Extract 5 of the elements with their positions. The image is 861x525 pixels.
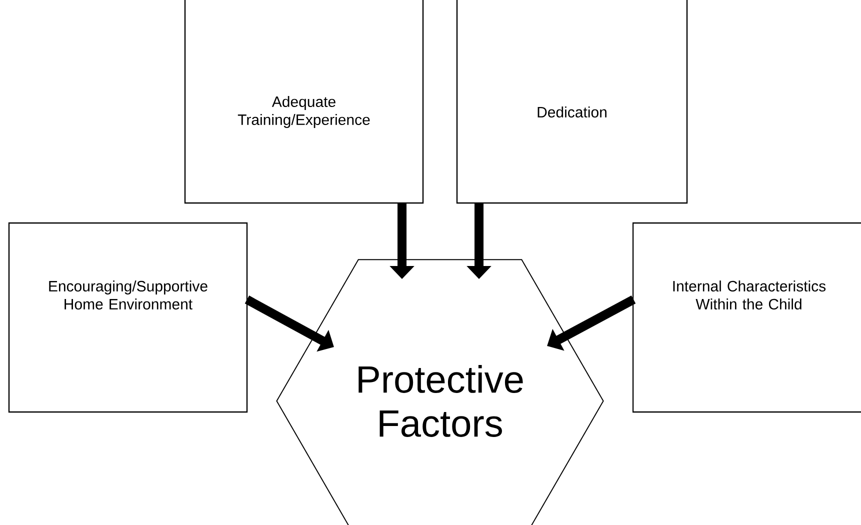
text-box: Internal Characteristics Within the Child <box>632 222 861 413</box>
text-box: Encouraging/Supportive Home Environment <box>8 222 248 413</box>
text-box: Adequate Training/Experience <box>184 0 424 204</box>
text-box: Dedication <box>456 0 688 204</box>
hexagon: Protective Factors <box>276 259 604 525</box>
